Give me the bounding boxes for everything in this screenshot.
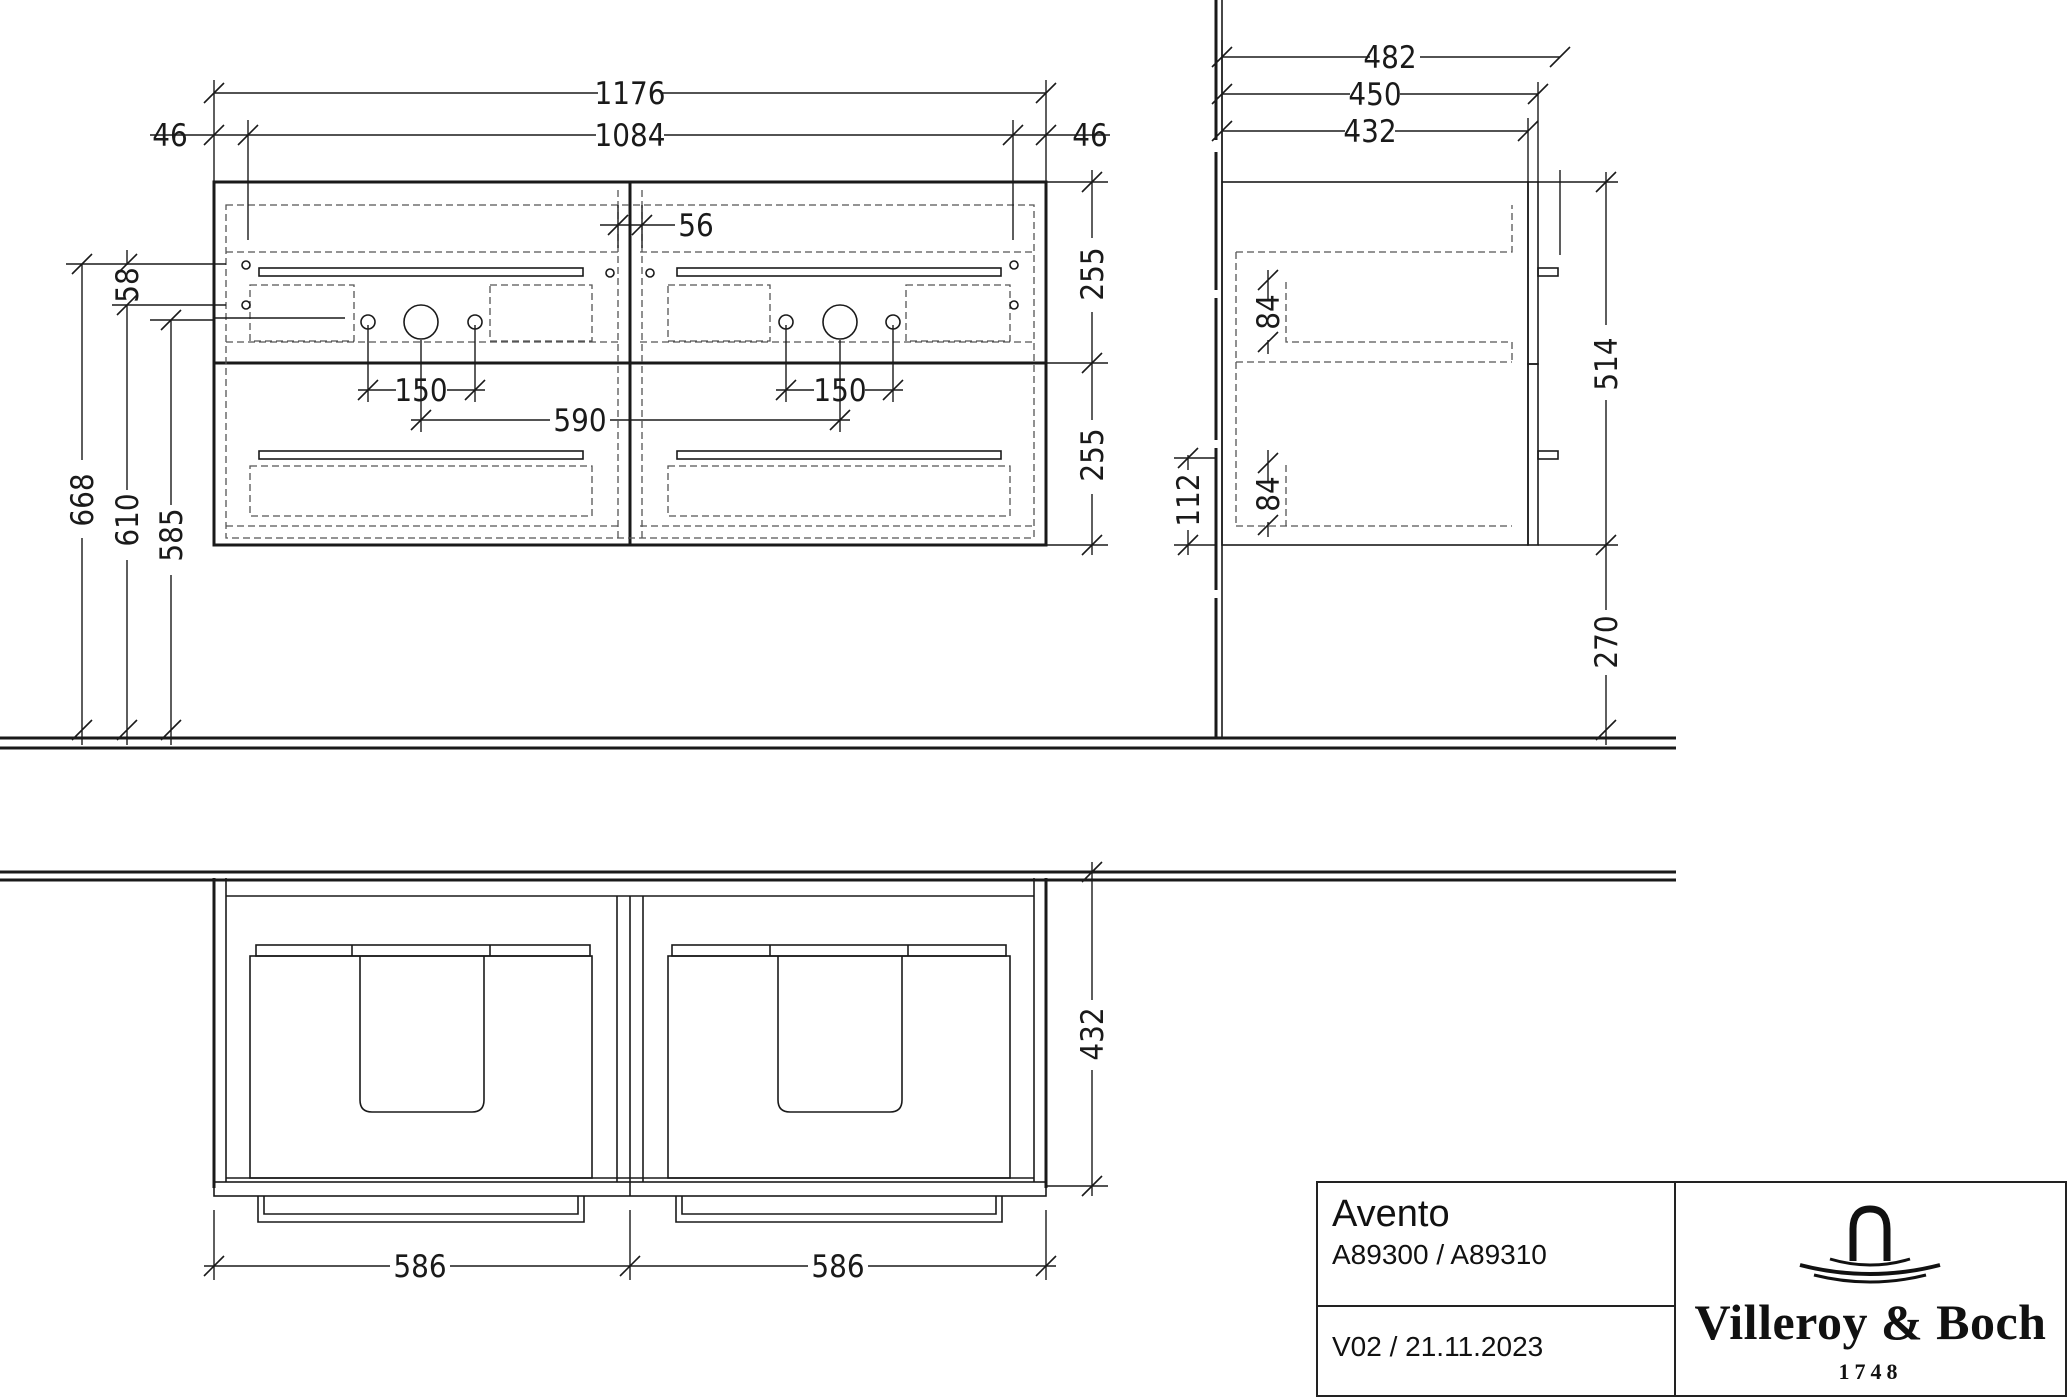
dim-255-lower: 255 (1075, 428, 1111, 481)
dim-1084: 1084 (595, 118, 666, 154)
dim-450: 450 (1348, 77, 1401, 113)
dim-270: 270 (1589, 615, 1625, 668)
dim-46-right: 46 (1072, 118, 1107, 154)
brand-logo: Villeroy & Boch 1748 (1676, 1183, 2065, 1395)
title-block-info: Avento A89300 / A89310 V02 / 21.11.2023 (1318, 1183, 1676, 1395)
dim-255-upper: 255 (1075, 247, 1111, 300)
floor-line-lower (0, 870, 1676, 882)
side-view: 482 450 432 84 84 112 514 270 (1171, 0, 1625, 745)
dim-668: 668 (65, 473, 101, 526)
dim-432: 432 (1343, 114, 1396, 150)
dim-610: 610 (110, 493, 146, 546)
dim-586-right: 586 (811, 1249, 864, 1285)
dim-56: 56 (678, 208, 713, 244)
dim-1176: 1176 (595, 76, 666, 112)
dim-112: 112 (1171, 473, 1207, 526)
dim-585: 585 (154, 508, 190, 561)
front-view: 1176 1084 46 46 56 255 255 (65, 76, 1111, 745)
dim-586-left: 586 (393, 1249, 446, 1285)
title-block: Avento A89300 / A89310 V02 / 21.11.2023 … (1316, 1181, 2067, 1397)
brand-name: Villeroy & Boch (1694, 1294, 2047, 1350)
dim-590: 590 (553, 403, 606, 439)
dim-84-lower: 84 (1251, 476, 1287, 511)
dim-432-plan: 432 (1075, 1007, 1111, 1060)
dim-482: 482 (1363, 40, 1416, 76)
dim-514: 514 (1589, 337, 1625, 390)
product-name: Avento (1332, 1193, 1450, 1235)
version-date: V02 / 21.11.2023 (1332, 1331, 1544, 1362)
dim-58: 58 (110, 267, 146, 302)
fountain-logo-icon (1799, 1205, 1941, 1284)
floor-line-upper (0, 736, 1676, 750)
product-codes: A89300 / A89310 (1332, 1239, 1547, 1270)
dim-84-upper: 84 (1251, 294, 1287, 329)
brand-year: 1748 (1838, 1359, 1903, 1384)
title-block-product-cell: Avento A89300 / A89310 (1318, 1183, 1674, 1307)
plan-view: 432 586 586 (203, 861, 1111, 1285)
dim-46-left: 46 (152, 118, 187, 154)
